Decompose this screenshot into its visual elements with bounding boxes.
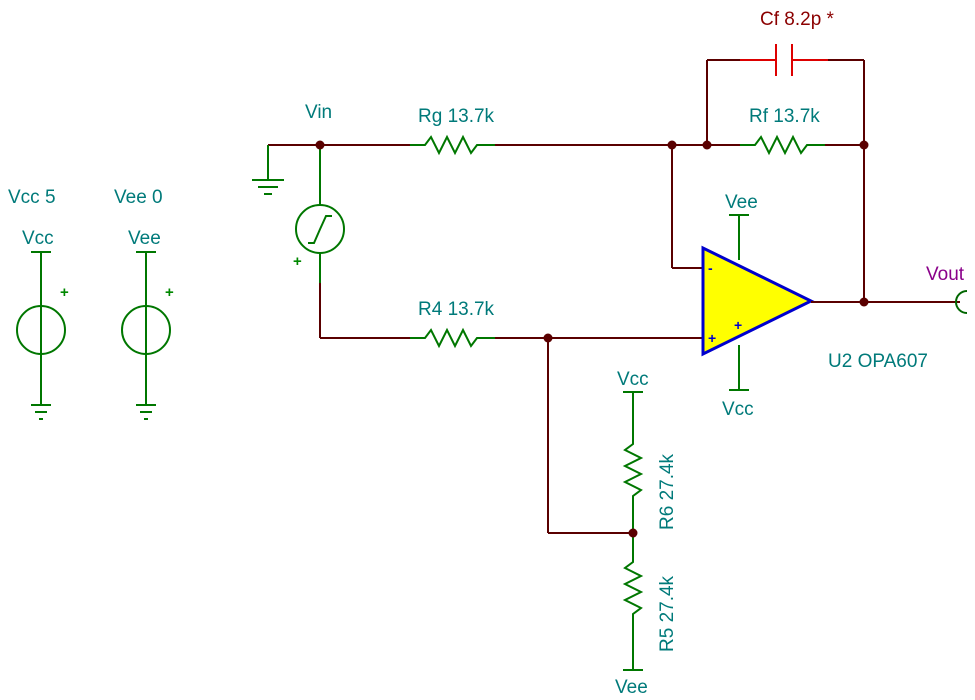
vee-node-label: Vee [128, 228, 161, 249]
junction-dot [628, 528, 638, 538]
ground-icon [31, 404, 51, 420]
opamp-noninv-pin: + [708, 330, 716, 346]
vee-source-label: Vee 0 [114, 187, 163, 208]
resistor-r5[interactable]: Vee R5 27.4k [615, 533, 678, 698]
ground-icon [136, 404, 156, 420]
r5-label: R5 27.4k [657, 575, 678, 652]
junction-dot [543, 333, 553, 343]
r6-label: R6 27.4k [657, 453, 678, 530]
vin-source[interactable]: Vin + [252, 102, 345, 338]
vcc-node-label: Vcc [22, 228, 54, 249]
resistor-rg[interactable]: Rg 13.7k [410, 106, 495, 156]
cf-label: Cf 8.2p * [760, 9, 835, 30]
vee-source[interactable]: Vee 0 Vee + [114, 187, 174, 420]
resistor-rf[interactable]: Rf 13.7k [740, 106, 825, 156]
vcc-polarity-plus: + [60, 284, 69, 301]
rg-label: Rg 13.7k [418, 106, 495, 127]
vin-label: Vin [305, 102, 332, 123]
opamp-top-rail-label: Vee [725, 192, 758, 213]
u2-label: U2 OPA607 [828, 351, 928, 372]
resistor-zigzag-icon [740, 134, 825, 156]
resistor-r4[interactable]: R4 13.7k [410, 299, 495, 349]
output-terminal[interactable]: Vout [926, 264, 968, 314]
resistor-zigzag-icon [622, 392, 644, 533]
junction-dot [315, 140, 325, 150]
vcc-source[interactable]: Vcc 5 Vcc + [8, 187, 69, 420]
step-waveform-icon [308, 215, 332, 244]
ground-icon [252, 179, 284, 195]
junction-dot [859, 297, 869, 307]
r5-rail-label: Vee [615, 677, 648, 698]
opamp-inv-pin: - [708, 260, 713, 276]
resistor-zigzag-icon [622, 533, 644, 670]
opamp-supply-plus-mark: + [734, 317, 742, 333]
vin-polarity-plus: + [293, 253, 302, 270]
resistor-zigzag-icon [410, 327, 495, 349]
resistor-zigzag-icon [410, 134, 495, 156]
r6-rail-label: Vcc [617, 369, 649, 390]
vout-label: Vout [926, 264, 965, 285]
vcc-source-label: Vcc 5 [8, 187, 56, 208]
capacitor-cf[interactable]: Cf 8.2p * [740, 9, 835, 76]
junctions [315, 140, 869, 538]
junction-dot [859, 140, 869, 150]
junction-dot [702, 140, 712, 150]
opamp-u2[interactable]: Vee Vcc - + + U2 OPA607 [701, 192, 928, 420]
opamp-bottom-rail-label: Vcc [722, 399, 754, 420]
output-connector-icon [955, 290, 968, 314]
resistor-r6[interactable]: Vcc R6 27.4k [617, 369, 678, 533]
r4-label: R4 13.7k [418, 299, 495, 320]
vee-polarity-plus: + [165, 284, 174, 301]
rf-label: Rf 13.7k [749, 106, 820, 127]
junction-dot [667, 140, 677, 150]
opamp-triangle [701, 245, 815, 357]
